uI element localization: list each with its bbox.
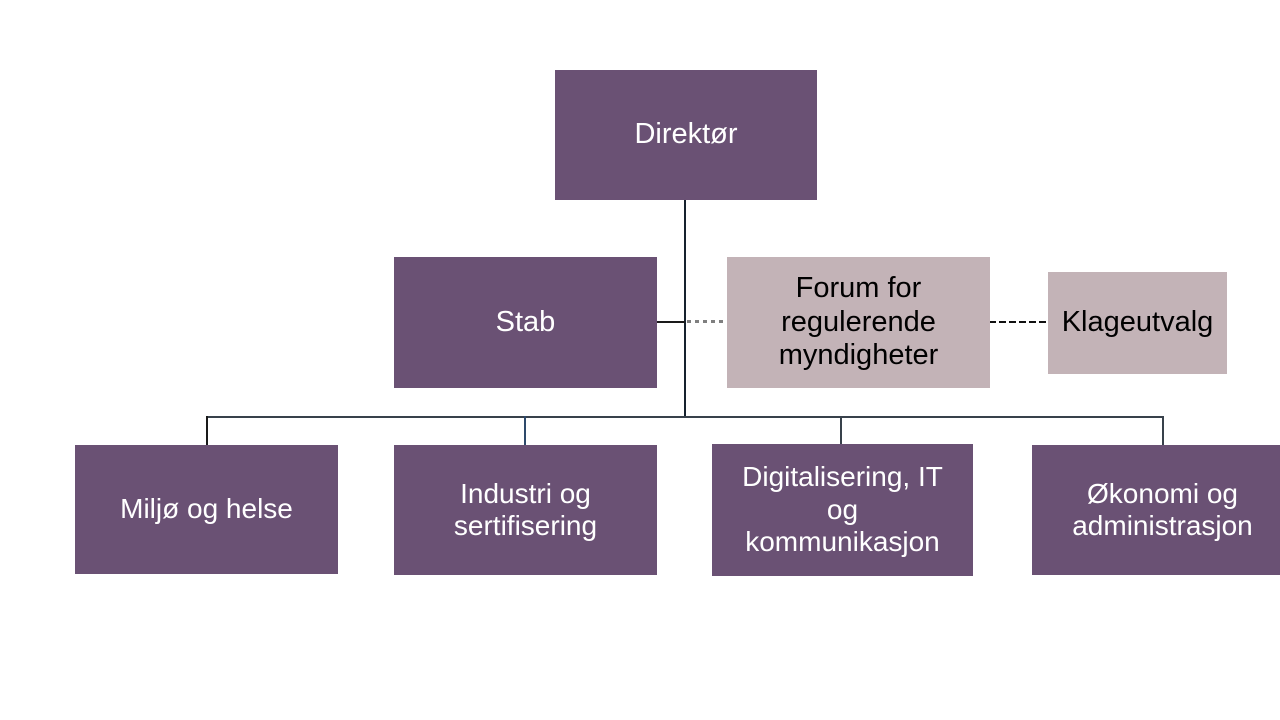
connector-children-bar bbox=[206, 416, 1164, 418]
org-node-forum: Forum for regulerende myndigheter bbox=[727, 257, 990, 388]
org-node-label-line: kommunikasjon bbox=[745, 526, 940, 558]
connector-stab-solid-line bbox=[657, 321, 685, 323]
connector-drop-digitalisering bbox=[840, 416, 842, 444]
org-node-label-line: sertifisering bbox=[453, 510, 598, 541]
connector-drop-miljo bbox=[206, 416, 208, 445]
org-node-label: Stab bbox=[495, 305, 556, 338]
connector-trunk-line bbox=[684, 200, 686, 417]
org-node-direktor: Direktør bbox=[555, 70, 817, 200]
org-node-label-line: og bbox=[826, 493, 859, 525]
org-node-industri-og-sertifisering: Industri og sertifisering bbox=[394, 445, 657, 575]
org-node-label-line: regulerende bbox=[781, 305, 936, 338]
org-node-label-line: Økonomi og bbox=[1087, 477, 1238, 509]
org-node-klageutvalg: Klageutvalg bbox=[1048, 272, 1227, 374]
org-node-label: Direktør bbox=[634, 118, 738, 151]
org-node-label-line: Digitalisering, IT bbox=[742, 461, 943, 493]
org-node-okonomi-og-administrasjon: Økonomi og administrasjon bbox=[1032, 445, 1280, 575]
org-node-label: Miljø og helse bbox=[120, 493, 293, 525]
connector-drop-okonomi bbox=[1162, 416, 1164, 445]
org-node-label-line: administrasjon bbox=[1072, 510, 1253, 541]
connector-forum-dotted-line bbox=[687, 320, 727, 323]
org-node-miljo-og-helse: Miljø og helse bbox=[75, 445, 338, 574]
org-node-label: Klageutvalg bbox=[1061, 306, 1214, 339]
connector-drop-industri bbox=[524, 416, 526, 445]
org-node-stab: Stab bbox=[394, 257, 657, 388]
connector-klageutvalg-dashed-line bbox=[989, 321, 1048, 323]
org-node-label-line: Industri og bbox=[460, 477, 591, 509]
org-node-digitalisering-it-og-kommunikasjon: Digitalisering, IT og kommunikasjon bbox=[712, 444, 973, 576]
org-node-label-line: myndigheter bbox=[778, 339, 939, 372]
org-node-label-line: Forum for bbox=[795, 272, 922, 305]
